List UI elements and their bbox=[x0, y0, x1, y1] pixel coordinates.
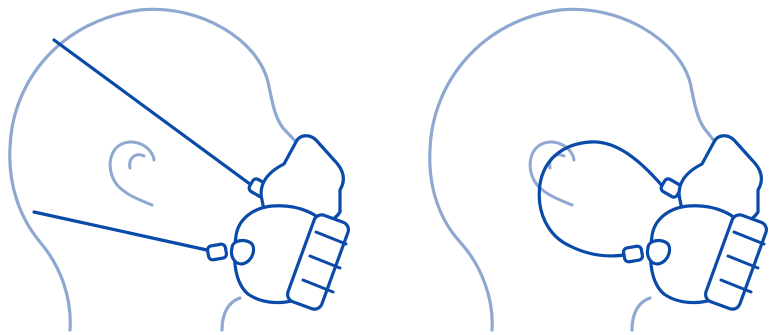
neck-line bbox=[632, 298, 650, 330]
lower-strap bbox=[34, 212, 216, 252]
lower-strap-clip bbox=[207, 244, 227, 261]
neck-line bbox=[222, 298, 240, 330]
lower-strap-clip bbox=[623, 246, 643, 263]
panel-left-crossed-straps bbox=[10, 9, 351, 330]
mask-side-valve bbox=[647, 241, 669, 264]
ear-icon bbox=[110, 142, 154, 205]
ear-icon bbox=[530, 142, 574, 205]
panel-right-cradle-strap bbox=[430, 9, 769, 330]
mask-side-valve bbox=[231, 241, 253, 264]
upper-strap bbox=[54, 40, 258, 190]
